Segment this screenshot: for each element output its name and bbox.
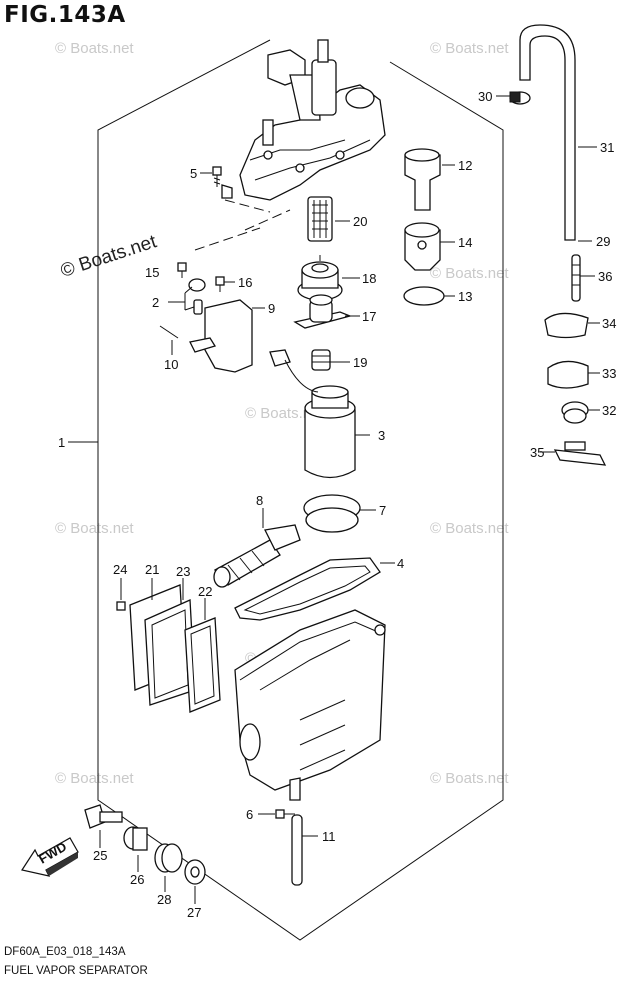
watermark: © Boats.net (55, 40, 134, 57)
figure-title: FIG.143A (4, 2, 126, 28)
watermark: © Boats.net (430, 770, 509, 787)
part-11-tube (291, 814, 303, 886)
callout-label: 1 (58, 435, 65, 450)
part-33-clip (547, 360, 589, 389)
part-30-clip (509, 91, 531, 105)
part-35-clamp (553, 441, 607, 466)
callout-label: 29 (596, 234, 610, 249)
watermark: © Boats.net (55, 770, 134, 787)
part-19-grommet (311, 349, 331, 371)
part-5-screw (212, 166, 222, 187)
callout-label: 21 (145, 562, 159, 577)
figure-name: FUEL VAPOR SEPARATOR (4, 965, 148, 977)
part-24-screw (116, 601, 126, 611)
part-8-filter (213, 524, 301, 588)
part-2-bushing (188, 278, 206, 315)
assembly-boundary (97, 39, 504, 941)
part-22-gasket (184, 617, 221, 713)
part-26-bushing (123, 826, 148, 851)
part-17-bracket (293, 294, 353, 329)
callout-label: 18 (362, 271, 376, 286)
part-25-bolt (84, 804, 123, 829)
callout-label: 20 (353, 214, 367, 229)
callout-label: 28 (157, 892, 171, 907)
separator-body (234, 609, 386, 801)
pump-top-housing (221, 39, 386, 201)
callout-label: 17 (362, 309, 376, 324)
part-9-cover (204, 299, 253, 373)
part-3-fuel-pump (269, 349, 356, 479)
part-27-washer (184, 859, 206, 885)
part-34-clip (544, 312, 589, 339)
callout-label: 9 (268, 301, 275, 316)
part-28-grommet (154, 843, 183, 873)
figure-code: DF60A_E03_018_143A (4, 946, 126, 958)
part-20-filter (307, 196, 333, 242)
callout-label: 31 (600, 140, 614, 155)
part-4-gasket (234, 557, 381, 621)
callout-label: 16 (238, 275, 252, 290)
callout-label: 24 (113, 562, 127, 577)
callout-label: 19 (353, 355, 367, 370)
watermark: © Boats.net (55, 520, 134, 537)
part-7-seal (303, 494, 361, 533)
part-32-grommet (561, 401, 589, 424)
callout-label: 6 (246, 807, 253, 822)
callout-label: 5 (190, 166, 197, 181)
callout-label: 25 (93, 848, 107, 863)
callout-label: 13 (458, 289, 472, 304)
fwd-arrow-icon: FWD (21, 837, 79, 877)
callout-label: 34 (602, 316, 616, 331)
part-10-pin (159, 325, 217, 353)
callout-label: 14 (458, 235, 472, 250)
callout-label: 26 (130, 872, 144, 887)
callout-label: 7 (379, 503, 386, 518)
callout-label: 15 (145, 265, 159, 280)
callout-label: 4 (397, 556, 404, 571)
callout-label: 33 (602, 366, 616, 381)
callout-label: 12 (458, 158, 472, 173)
part-31-hose (519, 24, 576, 241)
part-15-screw (177, 262, 187, 278)
watermark: © Boats.net (430, 265, 509, 282)
callout-label: 22 (198, 584, 212, 599)
watermark: © Boats.net (430, 40, 509, 57)
callout-label: 32 (602, 403, 616, 418)
part-16-screw (215, 276, 225, 292)
callout-label: 23 (176, 564, 190, 579)
callout-label: 11 (322, 829, 336, 844)
callout-label: 3 (378, 428, 385, 443)
callout-label: 36 (598, 269, 612, 284)
part-13-o-ring (403, 286, 445, 306)
callout-label: 27 (187, 905, 201, 920)
part-6-screw (275, 809, 295, 819)
callout-label: 35 (530, 445, 544, 460)
watermark: © Boats.net (430, 520, 509, 537)
callout-label: 10 (164, 357, 178, 372)
callout-label: 8 (256, 493, 263, 508)
part-12-regulator (404, 148, 441, 211)
callout-label: 2 (152, 295, 159, 310)
part-18-cushion (297, 261, 343, 301)
part-14-cap (404, 222, 441, 271)
callout-label: 30 (478, 89, 492, 104)
part-36-joint (571, 254, 581, 302)
watermark: © Boats.net (245, 405, 324, 422)
